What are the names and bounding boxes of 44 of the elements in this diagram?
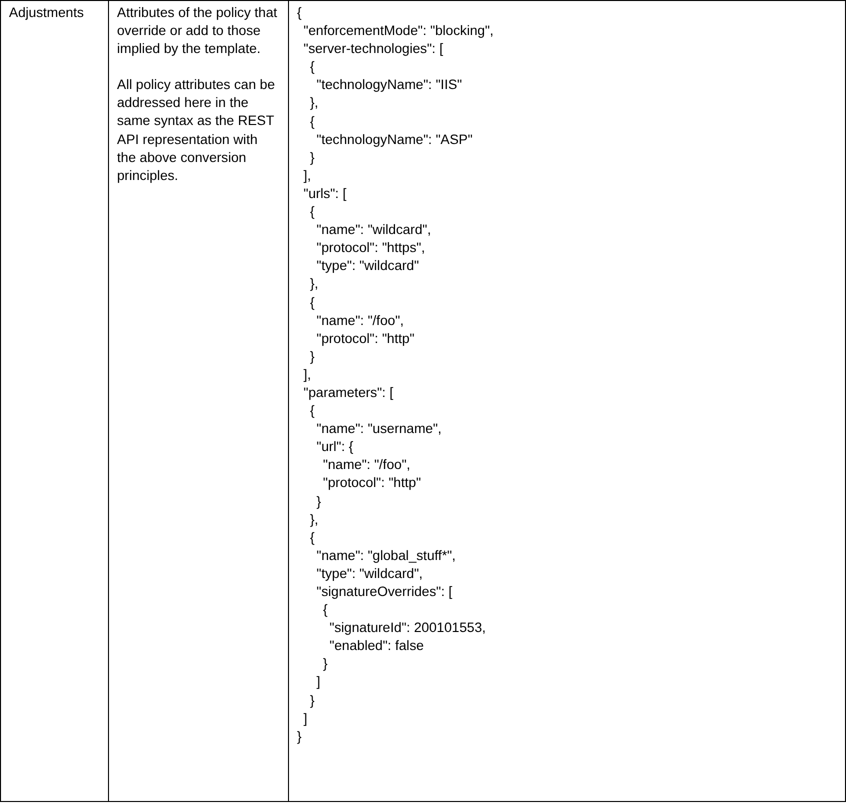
code-line: { <box>322 601 329 620</box>
code-line: { <box>309 112 316 131</box>
code-line: "name": "wildcard", <box>316 221 432 240</box>
code-line: ], <box>302 166 312 185</box>
row-heading: Adjustments <box>9 4 85 22</box>
code-line: "enabled": false <box>328 637 425 656</box>
code-line: ], <box>302 366 312 384</box>
code-line: }, <box>309 275 320 294</box>
code-line: { <box>309 402 316 420</box>
code-line: "protocol": "http" <box>322 474 422 492</box>
code-line: "name": "/foo", <box>316 312 405 330</box>
code-line: } <box>322 655 329 674</box>
code-line: { <box>297 4 303 22</box>
code-line: { <box>309 203 316 222</box>
code-line: } <box>309 348 316 366</box>
code-line: }, <box>309 510 320 529</box>
code-line: "protocol": "https", <box>316 239 426 258</box>
code-line: "name": "username", <box>316 420 443 438</box>
code-line: "signatureOverrides": [ <box>316 583 454 601</box>
code-line: "technologyName": "IIS" <box>316 76 463 94</box>
code-line: } <box>297 728 303 746</box>
code-line: "urls": [ <box>302 184 348 203</box>
code-line: "name": "global_stuff*", <box>316 546 457 565</box>
code-line: } <box>316 492 322 511</box>
code-line: ] <box>302 710 308 728</box>
code-line: "signatureId": 200101553, <box>328 619 487 638</box>
code-line: "parameters": [ <box>302 384 394 402</box>
code-line: "type": "wildcard" <box>316 257 420 276</box>
code-line: "enforcementMode": "blocking", <box>302 22 495 40</box>
code-line: "name": "/foo", <box>322 456 412 474</box>
description-text: Attributes of the policy that override or add to those implied by the template. <box>117 4 278 58</box>
code-line: "server-technologies": [ <box>302 40 444 58</box>
description-text: All policy attributes can be addressed here in the same syntax as the REST API representation with the above conversion principles. <box>117 76 276 185</box>
code-line: } <box>309 148 316 167</box>
code-line: } <box>309 692 316 710</box>
code-line: "protocol": "http" <box>316 330 416 348</box>
code-line: { <box>309 294 316 312</box>
code-line: ] <box>316 673 322 692</box>
code-line: }, <box>309 94 320 112</box>
code-line: { <box>309 528 316 547</box>
code-line: "technologyName": "ASP" <box>316 130 474 149</box>
code-line: "type": "wildcard", <box>316 564 424 583</box>
code-line: { <box>309 58 316 76</box>
code-line: "url": { <box>316 438 354 456</box>
